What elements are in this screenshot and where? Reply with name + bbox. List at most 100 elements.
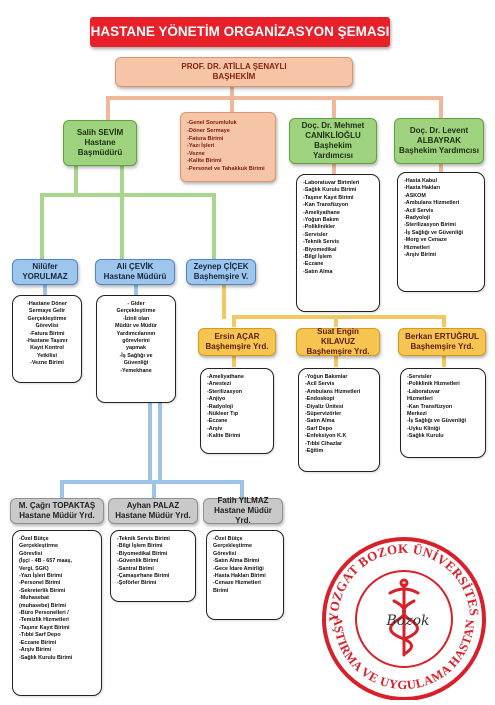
list-item: -Özel Bütçe	[19, 536, 49, 542]
list-item: -Enfeksiyon K.K	[305, 433, 347, 440]
list-item: -Genel Sorumluluk	[187, 120, 237, 127]
deputy-chief-node-1: Doç. Dr. Mehmet CANİKLİOĞLU Başhekim Yar…	[289, 118, 377, 164]
connector-line	[334, 315, 338, 327]
list-item: -Bilgi İşlem Birimi	[117, 543, 163, 550]
director-role-line2: Başmüdürü	[77, 148, 123, 157]
list-item: -Fatura Birimi	[29, 330, 65, 337]
list-item: Gerçekleştirme	[213, 543, 252, 550]
director-name: Salih SEVİM	[76, 128, 124, 137]
list-item: -Arşiv	[207, 425, 223, 432]
list-item: Görevlisi	[19, 550, 43, 557]
list-item: -Anjiyo	[207, 396, 226, 403]
deputy2-role: Başhekim Yardımcısı	[399, 146, 479, 155]
list-item: -Ambulans Hizmetleri	[404, 200, 460, 207]
list-item: -Kalite Birimi	[187, 158, 222, 165]
connector-line	[332, 96, 336, 118]
list-item: -Cenaze Hizmetleri	[213, 580, 261, 587]
list-item: -Taşınır Kayıt Birimi	[19, 624, 70, 631]
connector-line	[334, 355, 338, 367]
list-item: -Laboratuvar Birimleri	[303, 180, 360, 186]
list-item: -Vezne Birimi	[30, 360, 64, 367]
list-item: -Fatura Birimi	[187, 135, 224, 142]
list-item: -Eczane	[303, 261, 324, 268]
connector-line	[40, 193, 44, 259]
connector-line	[152, 480, 156, 498]
list-item: -Sterilizasyon	[207, 388, 243, 395]
chief-role: BAŞHEKİM	[212, 72, 256, 81]
nurse2-role: Başhemşire Yrd.	[306, 347, 370, 356]
nurse2-name: Suat Engin KILAVUZ	[317, 327, 359, 346]
nurse3-role: Başhemşire Yrd.	[410, 342, 474, 351]
list-item: -Sağlık Kurulu	[407, 433, 444, 440]
list-item: -Sekreterlik Birimi	[19, 587, 66, 594]
manager2-duties-list: -Teknik Servis Birimi-Bilgi İşlem Birimi…	[110, 530, 196, 602]
university-hospital-seal: YOZGAT BOZOK ÜNİVERSİTESİ ARAŞTIRMA VE U…	[307, 515, 495, 701]
list-item: görevlerini	[122, 338, 150, 345]
deputy-chief-node-2: Doç. Dr. Levent ALBAYRAK Başhekim Yardım…	[394, 118, 484, 164]
nurse3-duties-list: -Servisler-Poliklinik Hizmetleri-Laborat…	[400, 368, 486, 458]
list-item: -Sağlık Kurulu Birimi	[303, 187, 357, 194]
deputy2-name-line1: Doç. Dr. Levent	[409, 126, 469, 135]
list-item: -Ameliyathane	[207, 374, 244, 380]
connector-line	[230, 86, 234, 98]
manager-node-1: M. Çağrı TOPAKTAŞ Hastane Müdür Yrd.	[10, 498, 104, 524]
list-item: -Uyku Kliniği	[407, 425, 440, 432]
list-item: -Özel Bütçe	[213, 536, 243, 542]
list-item: -Radyoloji	[207, 403, 234, 410]
list-item: -Endoskopi	[305, 396, 335, 403]
list-item: -Eczane	[207, 418, 228, 425]
head-nurse-name: Zeynep ÇİÇEK	[193, 262, 249, 271]
deputy1-role: Başhekim Yardımcısı	[312, 141, 354, 160]
manager-node-2: Ayhan PALAZ Hastane Müdür Yrd.	[108, 498, 198, 524]
nurse-assistant-node-1: Ersin AÇAR Başhemşire Yrd.	[198, 328, 276, 356]
seal-outer-ring	[322, 537, 486, 701]
connector-line	[40, 193, 216, 197]
list-item: -Personel ve Tahakkuk Birimi	[187, 165, 265, 172]
connector-line	[439, 163, 443, 175]
list-item: -Teknik Servis	[303, 239, 340, 246]
list-item: -Nükleer Tıp	[207, 411, 239, 418]
list-item: -Arşiv Birimi	[19, 647, 52, 654]
asst1-name-line2: YORULMAZ	[22, 272, 68, 281]
list-item: -Muhasebat	[19, 595, 49, 602]
list-item: Birimi	[213, 587, 229, 594]
connector-line	[106, 96, 442, 100]
connector-line	[442, 315, 446, 327]
list-item: -Vezne	[187, 150, 205, 157]
list-item: -Çamaşırhane Birimi	[117, 573, 170, 580]
seal-signature: Bozok	[385, 613, 429, 629]
connector-line	[439, 96, 443, 118]
connector-line	[120, 193, 124, 259]
manager3-name: Fatih YILMAZ	[217, 496, 269, 505]
list-item: Vergi, SGK)	[19, 565, 49, 572]
list-item: Müdür ve Müdür	[115, 323, 157, 330]
manager3-role: Hastane Müdür Yrd.	[214, 506, 272, 525]
list-item: Gerçekleştirme	[19, 543, 58, 550]
list-item: -Biyomedikal Birimi	[117, 550, 168, 557]
list-item: -Döner Sermaye	[187, 128, 230, 135]
connector-line	[232, 355, 236, 367]
deputy1-name-line2: CANİKLİOĞLU	[305, 131, 361, 140]
list-item: -Yoğun Bakımlar	[305, 374, 348, 380]
nurse1-duties-list: -Ameliyathane-Anestezi-Sterilizasyon-Anj…	[200, 368, 274, 454]
manager1-role: Hastane Müdür Yrd.	[19, 511, 95, 520]
manager-node-3: Fatih YILMAZ Hastane Müdür Yrd.	[203, 496, 283, 525]
list-item: -Sağlık Kurulu Birimi	[19, 654, 73, 661]
list-item: Yardımcılarının	[116, 330, 156, 337]
list-item: -Servisler	[303, 231, 328, 238]
assistant-node-1: Nilüfer YORULMAZ	[12, 259, 78, 285]
head-nurse-node: Zeynep ÇİÇEK Başhemşire V.	[186, 259, 256, 285]
connector-line	[230, 96, 234, 112]
manager1-name: M. Çağrı TOPAKTAŞ	[18, 501, 96, 510]
page-title: HASTANE YÖNETİM ORGANİZASYON ŞEMASI	[90, 17, 390, 47]
list-item: Merkezi	[407, 411, 427, 418]
director-role-line1: Hastane	[84, 138, 116, 147]
connector-line	[43, 285, 47, 295]
list-item: Sermaye Gelir	[28, 308, 66, 315]
list-item: -Yemekhane	[120, 367, 152, 374]
list-item: -Satın Alma Birimi	[213, 558, 260, 565]
manager2-name: Ayhan PALAZ	[126, 501, 180, 510]
list-item: -Poliklinikler	[303, 224, 336, 231]
